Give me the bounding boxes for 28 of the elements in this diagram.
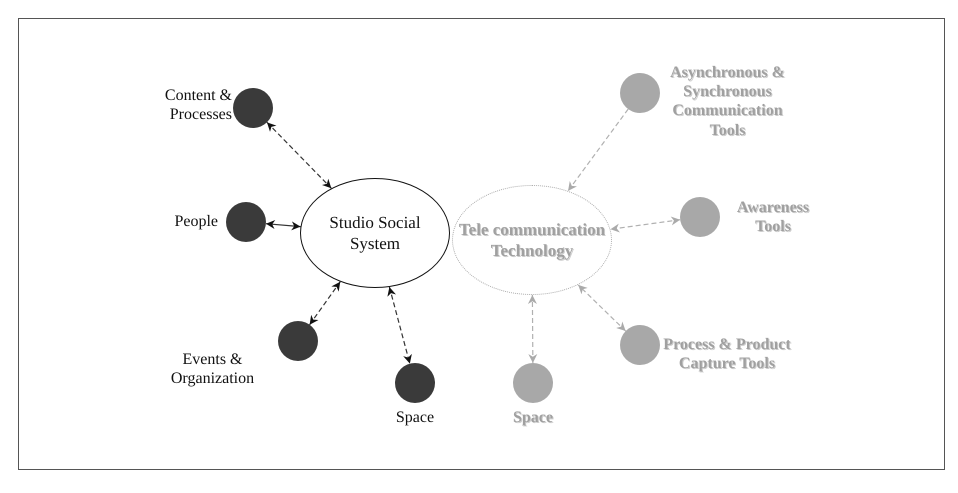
node-caption: Content & Processes <box>164 86 232 124</box>
ellipse-node <box>300 178 450 288</box>
connector-arrow <box>266 220 301 230</box>
node-caption: Process & Product Capture Tools <box>662 335 792 374</box>
node-caption: Events & Organization <box>170 350 256 388</box>
connector-arrow <box>610 216 680 232</box>
circle-node <box>620 73 660 113</box>
circle-node <box>226 202 266 242</box>
circle-node <box>513 363 553 403</box>
connector-arrow <box>387 286 412 364</box>
circle-node <box>233 88 273 128</box>
connector-arrow <box>568 108 629 192</box>
circle-node <box>620 325 660 365</box>
node-label: Tele communication Technology <box>458 218 606 262</box>
node-caption: People <box>173 212 218 232</box>
connector-arrow <box>528 295 538 363</box>
ellipse-node <box>452 185 612 295</box>
node-caption: Space <box>512 408 554 428</box>
connector-arrow <box>578 284 626 332</box>
node-label: Studio Social System <box>328 212 422 254</box>
node-caption: Awareness Tools <box>736 198 810 236</box>
circle-node <box>278 321 318 361</box>
connector-arrow <box>309 281 341 326</box>
node-caption: Asynchronous & Synchronous Communication Tools <box>669 63 786 140</box>
circle-node <box>395 363 435 403</box>
connector-arrow <box>266 122 332 189</box>
circle-node <box>680 197 720 237</box>
node-caption: Space <box>394 408 436 428</box>
